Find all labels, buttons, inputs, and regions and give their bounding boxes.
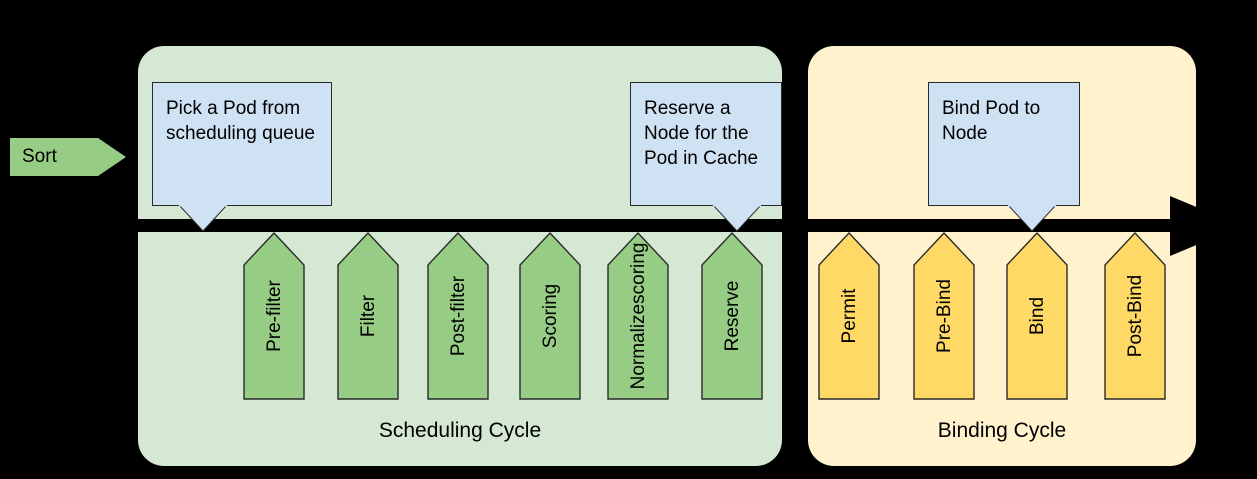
stage-permit: Permit bbox=[818, 232, 880, 400]
callout-tail-reserve-node bbox=[713, 205, 761, 232]
up-arrow-icon bbox=[1006, 232, 1068, 400]
stage-filter: Filter bbox=[337, 232, 399, 400]
up-arrow-icon bbox=[1104, 232, 1166, 400]
stage-bind: Bind bbox=[1006, 232, 1068, 400]
up-arrow-icon bbox=[701, 232, 763, 400]
callout-tail-pick-pod bbox=[179, 205, 227, 232]
up-arrow-icon bbox=[337, 232, 399, 400]
callout-text: Bind Pod to Node bbox=[942, 98, 1041, 144]
up-arrow-icon bbox=[607, 232, 669, 400]
callout-pick-pod: Pick a Pod from scheduling queue bbox=[152, 82, 332, 206]
stage-scoring: Scoring bbox=[519, 232, 581, 400]
callout-bind-pod: Bind Pod to Node bbox=[928, 82, 1080, 206]
up-arrow-icon bbox=[243, 232, 305, 400]
scheduling-cycle-label: Scheduling Cycle bbox=[378, 419, 542, 442]
stage-normalize-scoring: Normalize scoring bbox=[607, 232, 669, 400]
up-arrow-icon bbox=[913, 232, 975, 400]
stage-post-bind: Post-Bind bbox=[1104, 232, 1166, 400]
callout-tail-bind-pod bbox=[1008, 205, 1056, 232]
callout-reserve-node: Reserve a Node for the Pod in Cache bbox=[630, 82, 782, 206]
up-arrow-icon bbox=[818, 232, 880, 400]
binding-cycle-label: Binding Cycle bbox=[937, 419, 1067, 442]
pipeline-arrow-head-icon bbox=[1170, 196, 1242, 256]
pipeline-timeline-bar bbox=[138, 219, 1183, 232]
stage-reserve: Reserve bbox=[701, 232, 763, 400]
up-arrow-icon bbox=[427, 232, 489, 400]
callout-text: Pick a Pod from scheduling queue bbox=[166, 98, 315, 144]
up-arrow-icon bbox=[519, 232, 581, 400]
stage-pre-bind: Pre-Bind bbox=[913, 232, 975, 400]
sort-stage-arrow: Sort bbox=[10, 138, 126, 176]
callout-text: Reserve a Node for the Pod in Cache bbox=[644, 98, 759, 169]
stage-post-filter: Post-filter bbox=[427, 232, 489, 400]
stage-pre-filter: Pre-filter bbox=[243, 232, 305, 400]
sort-label: Sort bbox=[22, 146, 57, 167]
